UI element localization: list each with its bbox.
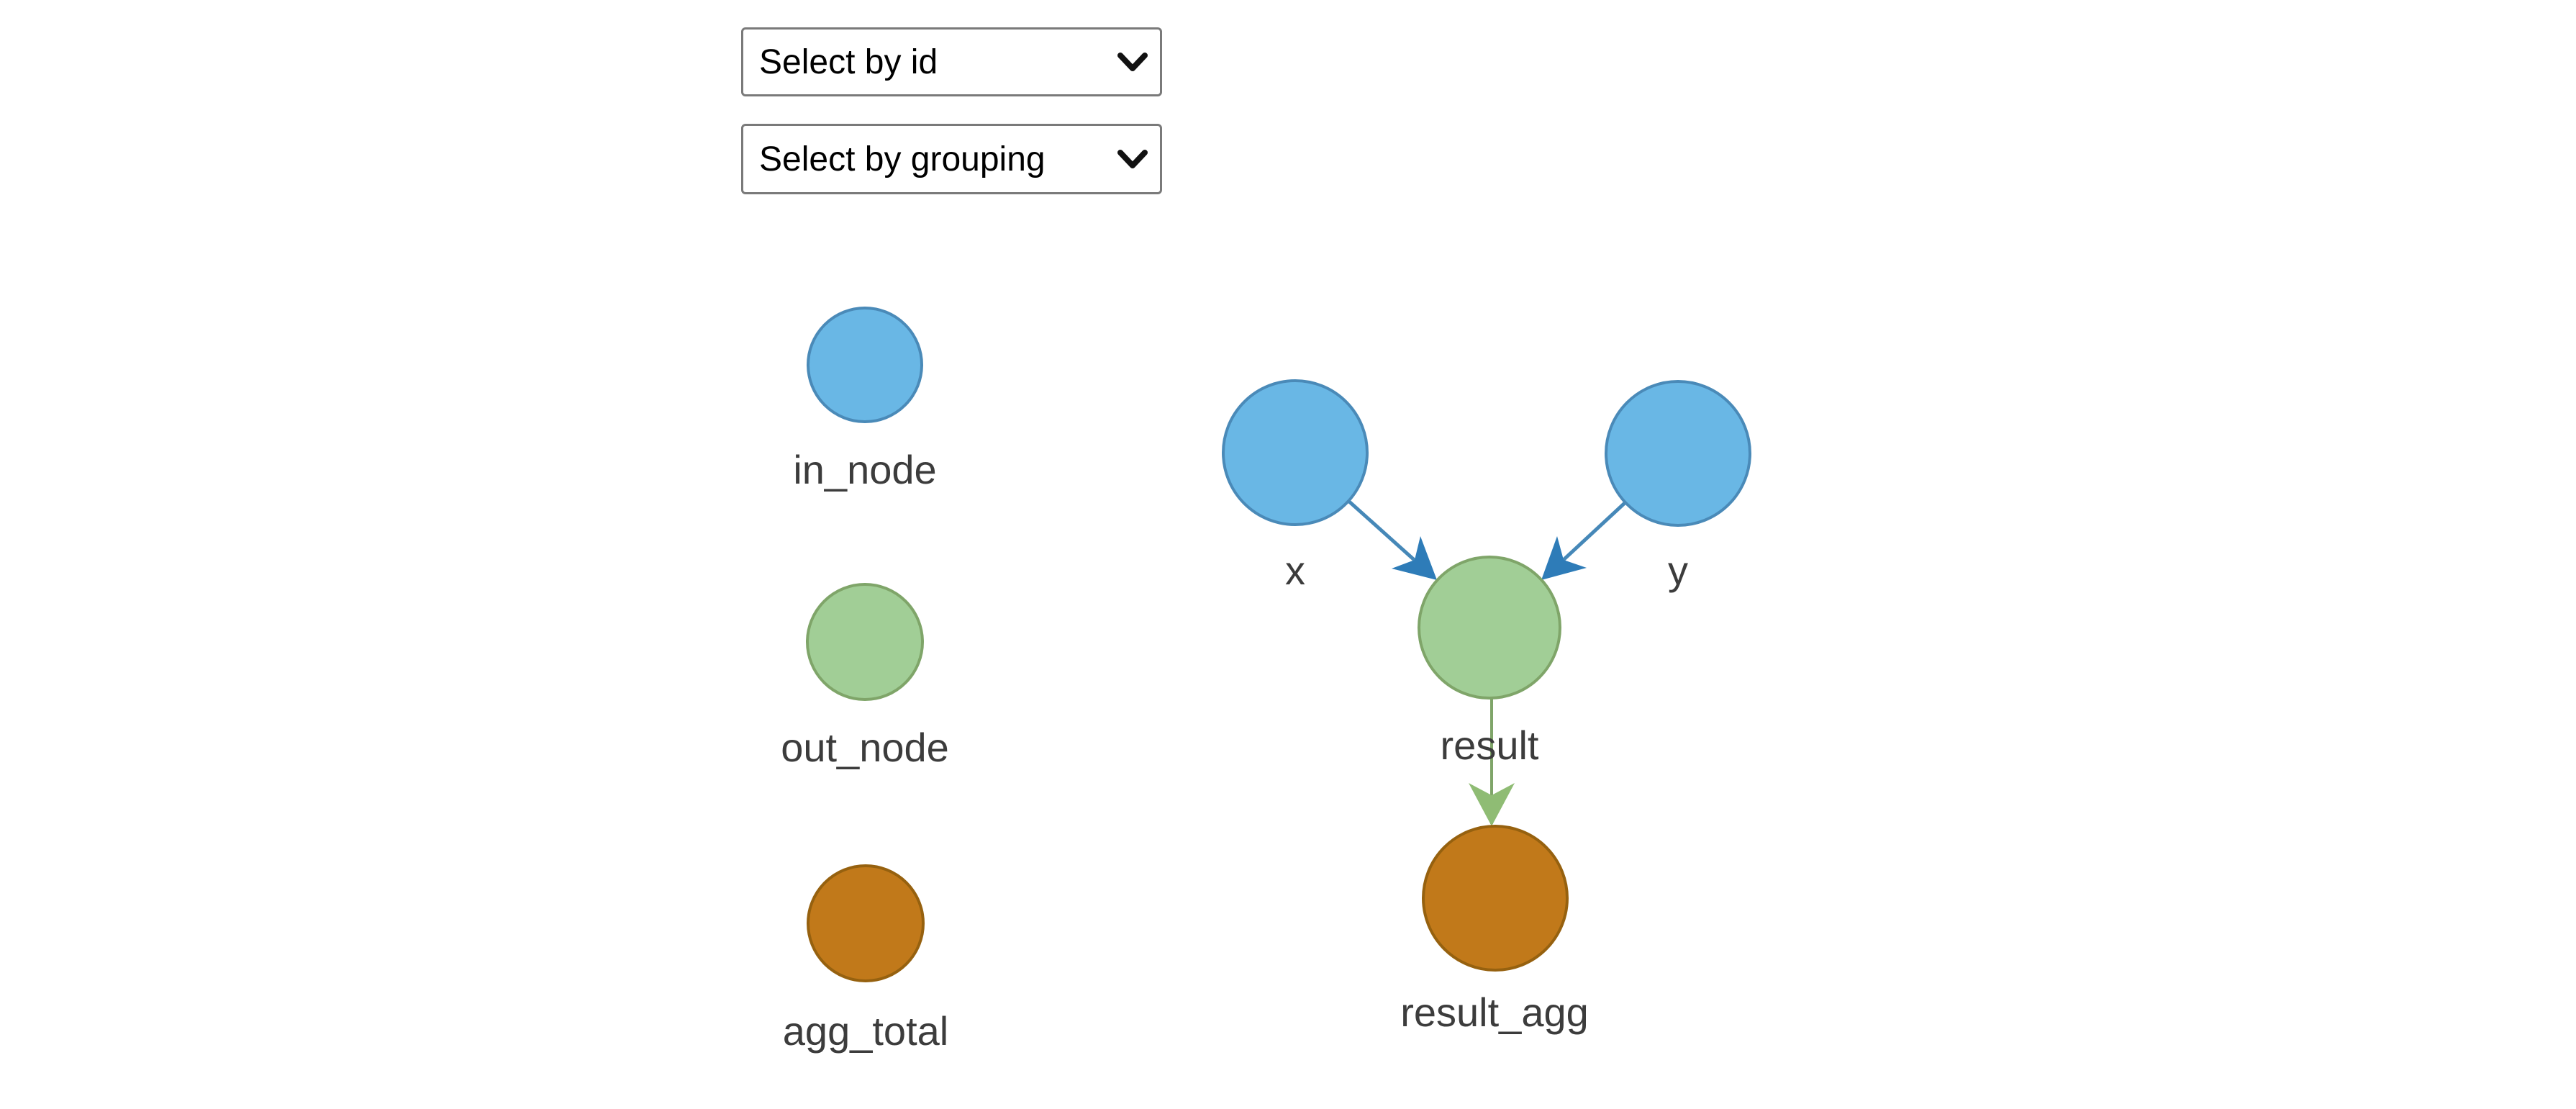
node-label-x: x [1285,548,1305,593]
legend-swatch-agg-total [807,864,925,982]
legend-swatch-out-node [806,583,924,701]
graph-edges [1347,499,1627,826]
node-result[interactable] [1418,556,1561,700]
legend-label-agg-total: agg_total [783,1008,948,1054]
arrowhead-result-result-agg [1469,783,1515,826]
graph-nodes [1222,379,1751,972]
select-by-id[interactable]: Select by id [741,27,1162,96]
node-x[interactable] [1222,379,1369,526]
node-y[interactable] [1605,380,1751,527]
legend-label-out-node: out_node [781,725,949,770]
graph-node-labels: x y result result_agg [1285,548,1688,1035]
legend-swatch-in-node [807,307,923,423]
legend: in_node out_node agg_total [781,307,949,1054]
select-by-grouping-wrapper: Select by grouping [741,124,1162,194]
node-label-result-agg: result_agg [1400,990,1589,1035]
legend-label-in-node: in_node [793,447,936,492]
node-label-result: result [1441,723,1539,768]
arrowhead-y-result [1541,536,1587,580]
select-by-grouping[interactable]: Select by grouping [741,124,1162,194]
arrowhead-x-result [1392,536,1437,580]
node-label-y: y [1668,548,1688,593]
select-by-id-wrapper: Select by id [741,27,1162,96]
node-result-agg[interactable] [1422,825,1569,972]
